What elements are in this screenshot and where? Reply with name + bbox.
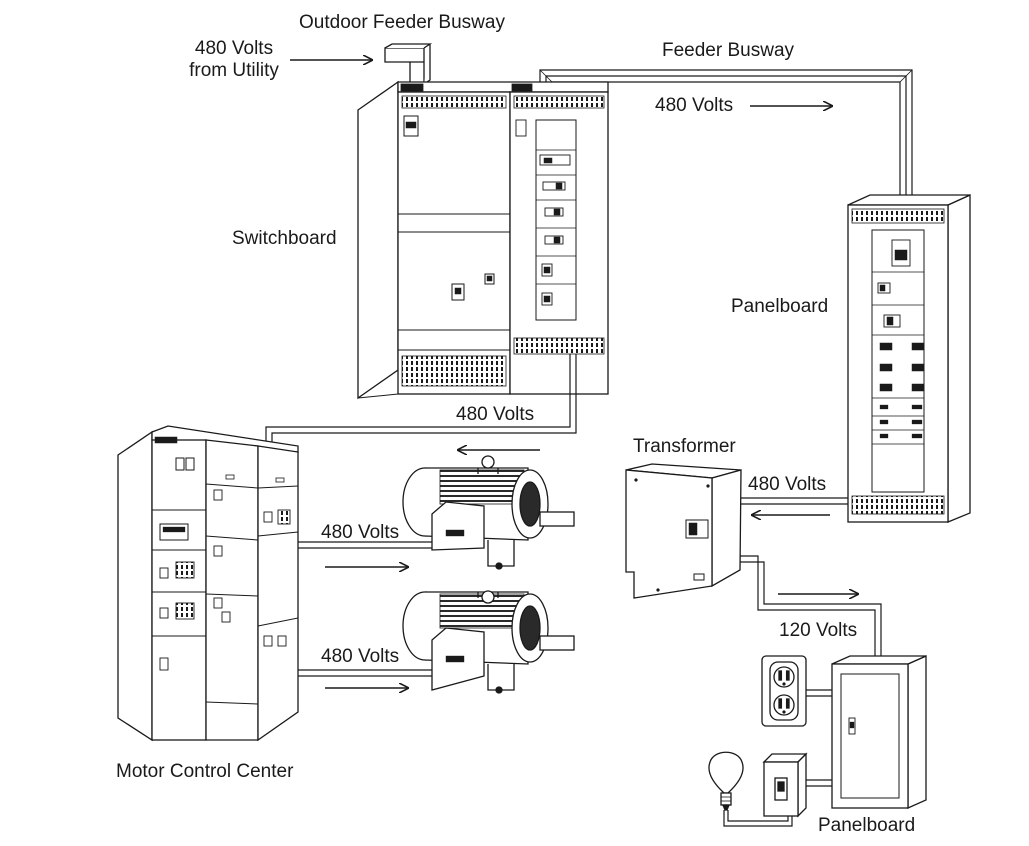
outdoor-feeder-busway-label: Outdoor Feeder Busway <box>299 12 505 33</box>
utility-source-line2: from Utility <box>189 59 279 81</box>
transformer-to-panel-volts-label: 120 Volts <box>779 620 858 641</box>
panelboard-small-label: Panelboard <box>818 815 916 836</box>
panelboard-small <box>831 654 927 810</box>
switch-wiring <box>806 779 832 787</box>
receptacle-wiring <box>806 689 832 697</box>
wall-switch <box>762 752 808 818</box>
light-bulb-icon <box>708 751 744 811</box>
switchboard-label: Switchboard <box>232 228 337 249</box>
transformer-label: Transformer <box>633 436 736 457</box>
switchboard-to-mcc-cable <box>265 354 577 448</box>
panelboard-large <box>847 193 971 523</box>
motor-2 <box>402 590 575 694</box>
feeder-busway <box>539 69 913 205</box>
mcc-to-motor2-cable <box>298 669 436 677</box>
switchboard-to-mcc-volts-label: 480 Volts <box>456 404 535 425</box>
mcc-to-motor1-cable <box>298 541 436 549</box>
transformer-to-panel-cable <box>740 555 882 658</box>
panelboard-main-label: Panelboard <box>731 296 829 317</box>
motor-control-center-label: Motor Control Center <box>116 761 294 782</box>
feeder-busway-label: Feeder Busway <box>662 40 795 61</box>
switchboard <box>357 80 609 400</box>
motor2-volts-label: 480 Volts <box>321 646 400 667</box>
receptacle-outlet <box>761 655 807 727</box>
panelboard-to-transformer-cable <box>738 497 848 505</box>
bulb-wiring <box>723 810 793 827</box>
motor-1 <box>402 455 575 570</box>
panel-to-transformer-volts-label: 480 Volts <box>748 474 827 495</box>
transformer <box>625 463 742 599</box>
utility-source-line1: 480 Volts <box>194 38 274 59</box>
motor-control-center <box>117 425 299 742</box>
motor1-volts-label: 480 Volts <box>321 522 400 543</box>
feeder-busway-volts-label: 480 Volts <box>655 95 734 116</box>
utility-source-label: 480 Volts from Utility <box>183 38 285 82</box>
